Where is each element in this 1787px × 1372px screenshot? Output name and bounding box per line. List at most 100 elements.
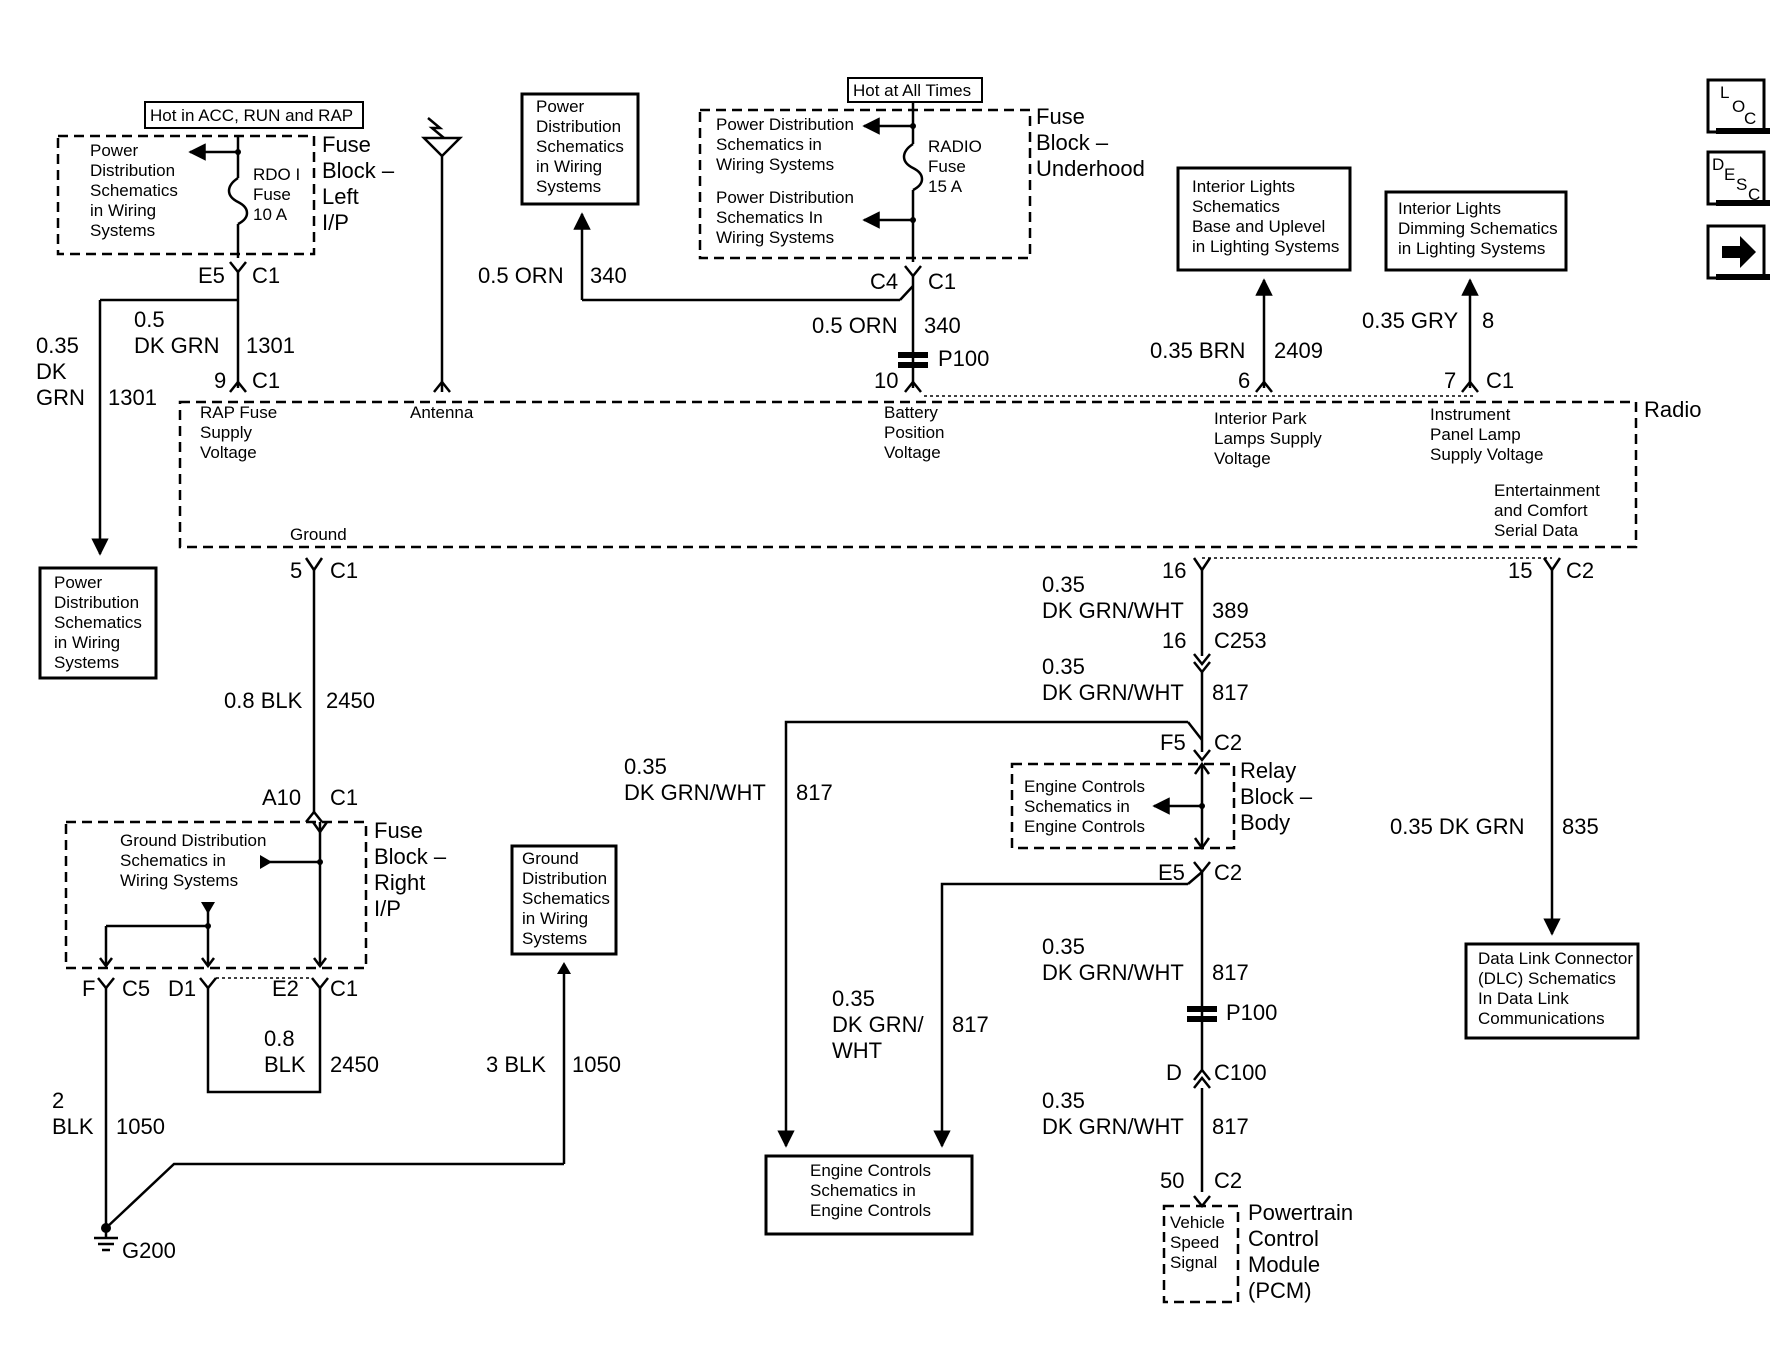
wire-8-gauge: 0.35 GRY	[1362, 308, 1459, 333]
engine-controls-box[interactable]: Engine Controls Schematics in Engine Con…	[764, 1154, 974, 1236]
interior-lights-2-1: Interior Lights	[1398, 199, 1501, 218]
wire-1050[interactable]	[101, 962, 571, 1233]
splice-p100-top: P100	[898, 346, 989, 371]
conn-c100-name: C100	[1214, 1060, 1267, 1085]
conn-e5-relay-name: C2	[1214, 860, 1242, 885]
fuse-block-left-ip: Hot in ACC, RUN and RAP Fuse Block – Lef…	[56, 101, 395, 288]
radio-c2: C2	[1566, 558, 1594, 583]
fuse-block-underhood-outline	[698, 108, 1032, 260]
radio-park-1: Interior Park	[1214, 409, 1307, 428]
fuse-rdo-name: RDO I	[253, 165, 300, 184]
conn-c4-pin: C4	[870, 269, 898, 294]
radio-rap-1: RAP Fuse	[200, 403, 277, 422]
fuse-block-left-outline	[56, 134, 316, 256]
pcm-title-1: Powertrain	[1248, 1200, 1353, 1225]
radio-pin-16: 16	[1162, 558, 1186, 583]
wire-8[interactable]	[1461, 278, 1479, 393]
wire-817-mid[interactable]	[933, 871, 1203, 1148]
dlc-3: In Data Link	[1478, 989, 1569, 1008]
fuse-radio-rating: 15 A	[928, 177, 963, 196]
pd-ref-left-fuse-1: Power	[90, 141, 139, 160]
pcm-title-3: Module	[1248, 1252, 1320, 1277]
wire-817-a-gauge-1: 0.35	[1042, 654, 1085, 679]
wire-817-mid-gauge-3: WHT	[832, 1038, 882, 1063]
conn-f-pin: F	[82, 976, 95, 1001]
relay-block-title-1: Relay	[1240, 758, 1296, 783]
pcm-outline	[1162, 1204, 1240, 1304]
pcm-signal-2: Speed	[1170, 1233, 1219, 1252]
pcm-c2: C2	[1214, 1168, 1242, 1193]
wire-817-c-circuit: 817	[1212, 1114, 1249, 1139]
next-page-arrow-icon[interactable]	[1706, 224, 1770, 280]
ground-g200-label: G200	[122, 1238, 176, 1263]
conn-c5-name: C5	[122, 976, 150, 1001]
engine-controls-3: Engine Controls	[810, 1201, 931, 1220]
pd-ref-top-2: Distribution	[536, 117, 621, 136]
gd-ref-right-2: Schematics in	[120, 851, 226, 870]
radio-pin-5: 5	[290, 558, 302, 583]
wire-817-left[interactable]	[777, 720, 1203, 1148]
interior-lights-2-2: Dimming Schematics	[1398, 219, 1558, 238]
wire-2450-a[interactable]	[305, 570, 323, 823]
wire-817-mid-circuit: 817	[952, 1012, 989, 1037]
conn-e2-pin: E2	[272, 976, 299, 1001]
wire-835-gauge: 0.35 DK GRN	[1390, 814, 1525, 839]
interior-lights-2-3: in Lighting Systems	[1398, 239, 1545, 258]
interior-lights-1-1: Interior Lights	[1192, 177, 1295, 196]
pd-ref-box-left[interactable]: Power Distribution Schematics in Wiring …	[38, 566, 158, 680]
interior-lights-1-2: Schematics	[1192, 197, 1280, 216]
wire-1301[interactable]	[91, 272, 247, 556]
radio-module: Radio 9 C1 10 6 7 C1 RAP Fuse Supply Vol…	[178, 368, 1701, 583]
wire-2450-b-gauge-1: 0.8	[264, 1026, 295, 1051]
ec-ref-relay-1: Engine Controls	[1024, 777, 1145, 796]
loc-button[interactable]: L O C	[1706, 78, 1770, 134]
wire-2450-a-gauge: 0.8 BLK	[224, 688, 303, 713]
fuse-block-right-title-2: Block –	[374, 844, 447, 869]
wire-2450-b[interactable]	[206, 988, 322, 1094]
fuse-block-underhood-title-3: Underhood	[1036, 156, 1145, 181]
wire-1301-b-circuit: 1301	[108, 385, 157, 410]
radio-panel-1: Instrument	[1430, 405, 1511, 424]
wire-2409-circuit: 2409	[1274, 338, 1323, 363]
dlc-box[interactable]: Data Link Connector (DLC) Schematics In …	[1464, 942, 1640, 1040]
splice-p100-top-label: P100	[938, 346, 989, 371]
loc-letter-o: O	[1732, 97, 1745, 116]
wire-389-circuit: 389	[1212, 598, 1249, 623]
radio-pin-15: 15	[1508, 558, 1532, 583]
loc-letter-l: L	[1720, 83, 1729, 102]
desc-letter-c: C	[1748, 185, 1760, 204]
fuse-block-right-ip: A10 C1 Fuse Block – Right I/P Ground Dis…	[64, 785, 447, 1001]
hot-label-box	[144, 101, 364, 129]
hot-label: Hot in ACC, RUN and RAP	[150, 106, 353, 125]
wire-1301-a-circuit: 1301	[246, 333, 295, 358]
wire-817-c[interactable]	[1193, 1088, 1211, 1209]
gd-ref-box[interactable]: Ground Distribution Schematics in Wiring…	[510, 844, 618, 956]
conn-e5-pin: E5	[198, 263, 225, 288]
wire-340-circuit: 340	[924, 313, 961, 338]
pd-ref-top-4: in Wiring	[536, 157, 602, 176]
fuse-block-underhood-title-2: Block –	[1036, 130, 1109, 155]
wire-2409[interactable]	[1255, 278, 1273, 393]
conn-c253-pin: 16	[1162, 628, 1186, 653]
desc-button[interactable]: D E S C	[1706, 150, 1770, 206]
interior-lights-box-2[interactable]: Interior Lights Dimming Schematics in Li…	[1384, 190, 1568, 272]
pd-ref-top-3: Schematics	[536, 137, 624, 156]
wire-817-b-circuit: 817	[1212, 960, 1249, 985]
wire-1301-a-gauge-1: 0.5	[134, 307, 165, 332]
hot-all-times-label: Hot at All Times	[853, 81, 971, 100]
antenna-icon	[420, 117, 464, 393]
conn-c253-name: C253	[1214, 628, 1267, 653]
interior-lights-1-4: in Lighting Systems	[1192, 237, 1339, 256]
wire-835-circuit: 835	[1562, 814, 1599, 839]
pd-ref-underhood-2c: Wiring Systems	[716, 228, 834, 247]
interior-lights-box-1[interactable]: Interior Lights Schematics Base and Uple…	[1176, 166, 1352, 272]
wire-340-left[interactable]	[573, 212, 900, 302]
wire-340[interactable]	[899, 276, 922, 393]
pd-ref-box-top[interactable]: Power Distribution Schematics in Wiring …	[520, 92, 640, 206]
wire-1050-b-gauge-1: 2	[52, 1088, 64, 1113]
pd-ref-top-1: Power	[536, 97, 585, 116]
fuse-block-right-title-1: Fuse	[374, 818, 423, 843]
fuse-block-right-title-3: Right	[374, 870, 425, 895]
wire-389[interactable]	[1193, 570, 1211, 752]
conn-a10-pin: A10	[262, 785, 301, 810]
